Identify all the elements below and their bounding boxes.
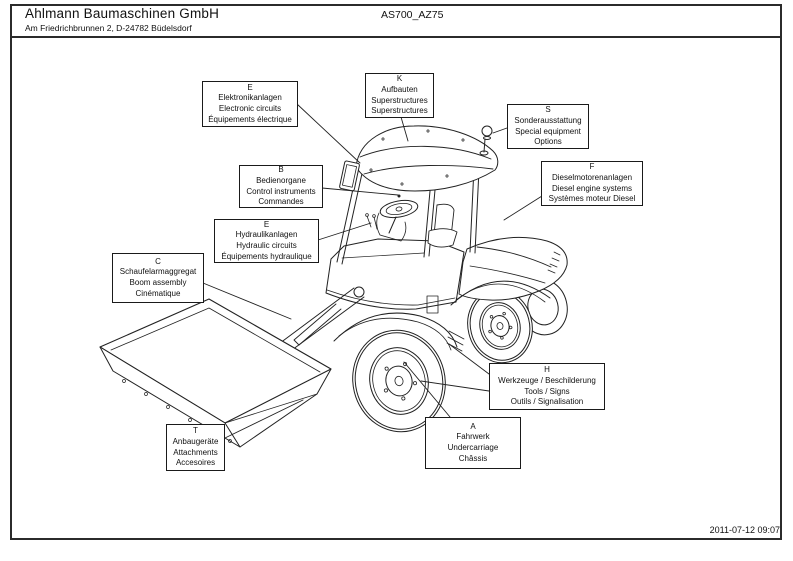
leader-undercarriage	[403, 361, 451, 418]
beacon-light	[479, 125, 493, 156]
engine-hood	[458, 236, 568, 301]
seat	[427, 203, 458, 248]
callout-line-fr: Équipements hydraulique	[221, 251, 312, 261]
callout-line-fr: Commandes	[258, 197, 304, 207]
leader-tools-signs-2	[420, 380, 490, 392]
callout-line-fr: Superstructures	[371, 106, 428, 116]
header-divider	[10, 36, 782, 38]
callout-line-de: Fahrwerk	[456, 432, 490, 442]
callout-line-fr: Châssis	[458, 453, 488, 463]
timestamp: 2011-07-12 09:07	[709, 525, 780, 535]
callout-line-en: Superstructures	[371, 95, 428, 105]
callout-line-de: Bedienorgane	[256, 175, 306, 185]
callout-line-fr: Cinématique	[135, 288, 181, 298]
bucket	[99, 298, 332, 448]
callout-line-fr: Systèmes moteur Diesel	[548, 194, 636, 204]
callout-line-de: Sonderausstattung	[514, 115, 582, 125]
company-address: Am Friedrichbrunnen 2, D-24782 Büdelsdor…	[25, 23, 192, 33]
steering-wheel	[365, 199, 419, 242]
callout-letter: C	[155, 256, 161, 266]
leader-superstructures	[400, 116, 409, 142]
callout-letter: S	[545, 105, 551, 115]
callout-letter: K	[396, 74, 403, 84]
callout-line-fr: Outils / Signalisation	[510, 397, 584, 407]
company-name: Ahlmann Baumaschinen GmbH	[25, 6, 220, 21]
leader-diesel-engine	[503, 195, 543, 221]
callout-line-de: Schaufelarmaggregat	[119, 267, 197, 277]
callout-letter: A	[470, 421, 476, 431]
mirror	[339, 160, 360, 192]
leader-lines	[202, 103, 543, 439]
callout-special-equipment: S Sonderausstattung Special equipment Op…	[507, 104, 589, 149]
leader-hydraulics	[317, 222, 372, 241]
leader-electronics	[296, 103, 361, 164]
rear-wheel	[467, 288, 533, 364]
callout-line-de: Hydraulikanlagen	[235, 230, 298, 240]
callout-boom-assembly: C Schaufelarmaggregat Boom assembly Ciné…	[112, 253, 204, 303]
callout-line-en: Tools / Signs	[524, 386, 570, 396]
callout-letter: T	[193, 426, 198, 436]
callout-line-de: Werkzeuge / Beschilderung	[498, 375, 596, 385]
callout-electronics: E Elektronikanlagen Electronic circuits …	[202, 81, 298, 127]
model-code: AS700_AZ75	[381, 9, 444, 21]
callout-tools-signs: H Werkzeuge / Beschilderung Tools / Sign…	[489, 363, 605, 410]
leader-controls	[321, 187, 399, 196]
callout-line-fr: Options	[534, 137, 562, 147]
callout-line-en: Attachments	[173, 447, 218, 457]
front-wheel	[352, 329, 446, 433]
callout-line-de: Anbaugeräte	[172, 436, 219, 446]
leader-tools-signs-1	[448, 343, 490, 375]
rear-fender	[450, 280, 551, 306]
leader-boom-assembly	[202, 282, 292, 320]
callout-controls: B Bedienorgane Control instruments Comma…	[239, 165, 323, 208]
callout-line-en: Control instruments	[246, 186, 316, 196]
callout-letter: E	[247, 82, 253, 92]
callout-line-fr: Équipements électrique	[208, 114, 292, 124]
front-fender	[333, 312, 458, 351]
leader-attachments	[224, 399, 304, 439]
callout-line-en: Electronic circuits	[218, 104, 282, 113]
callout-diesel-engine: F Dieselmotorenanlagen Diesel engine sys…	[541, 161, 643, 206]
callout-line-en: Undercarriage	[447, 443, 499, 452]
callout-line-en: Hydraulic circuits	[236, 241, 297, 250]
callout-letter: E	[263, 219, 270, 229]
callout-line-fr: Accesoires	[175, 458, 216, 468]
chassis-body	[325, 238, 465, 314]
callout-superstructures: K Aufbauten Superstructures Superstructu…	[365, 73, 434, 118]
callout-line-en: Boom assembly	[129, 278, 187, 287]
leader-special-equipment	[492, 127, 508, 134]
callout-hydraulics: E Hydraulikanlagen Hydraulic circuits Éq…	[214, 219, 319, 263]
cab-roof	[355, 125, 499, 192]
callout-line-de: Dieselmotorenanlagen	[551, 172, 633, 182]
callout-line-de: Elektronikanlagen	[218, 93, 282, 103]
callout-line-de: Aufbauten	[381, 84, 418, 94]
callout-line-en: Special equipment	[515, 126, 581, 136]
callout-attachments: T Anbaugeräte Attachments Accesoires	[166, 424, 225, 471]
callout-line-en: Diesel engine systems	[551, 183, 633, 193]
callout-letter: F	[589, 162, 595, 172]
callout-letter: H	[544, 365, 550, 375]
callout-undercarriage: A Fahrwerk Undercarriage Châssis	[425, 417, 521, 469]
callout-letter: B	[278, 165, 284, 175]
